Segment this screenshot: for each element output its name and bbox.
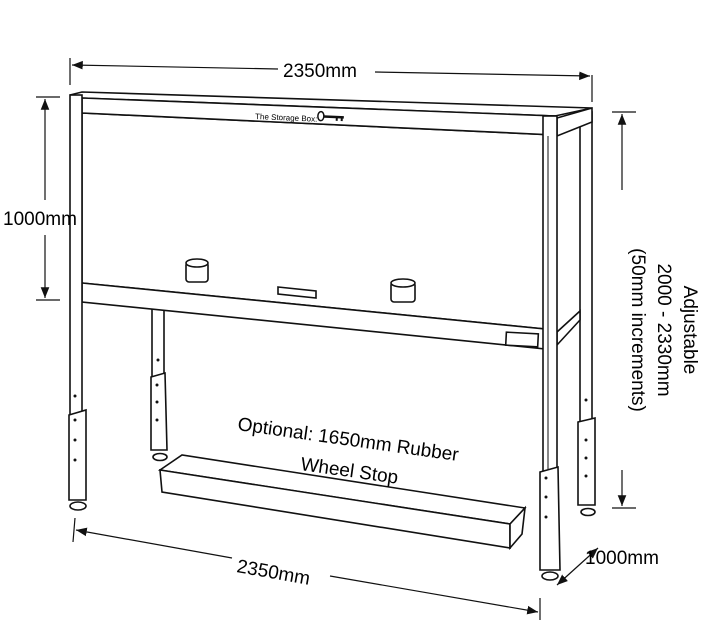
height-dimension: 1000mm	[3, 209, 77, 230]
svg-text:The Storage Box:: The Storage Box:	[255, 112, 318, 124]
adjustable-range: 2000 - 2330mm	[653, 263, 674, 396]
top-width-dimension: 2350mm	[283, 61, 357, 82]
drawer-handle	[390, 278, 416, 303]
adjustable-increments: (50mm increments)	[627, 248, 648, 412]
back-left-leg	[150, 304, 168, 462]
depth-dimension: 1000mm	[585, 548, 659, 569]
rubber-wheel-stop	[157, 454, 527, 551]
front-right-leg	[539, 115, 561, 581]
bottom-width-dimension: 2350mm	[235, 556, 311, 590]
drawer-handle	[185, 258, 209, 283]
rail-label-plate	[504, 331, 540, 348]
brand-label: The Storage Box:	[255, 110, 344, 124]
front-left-leg	[68, 94, 87, 511]
key-icon	[317, 110, 344, 122]
wheel-stop-label: Optional: 1650mm Rubber	[236, 414, 460, 466]
slot-handle	[277, 286, 317, 299]
adjustable-label: Adjustable	[679, 286, 700, 375]
back-right-leg	[577, 111, 596, 517]
